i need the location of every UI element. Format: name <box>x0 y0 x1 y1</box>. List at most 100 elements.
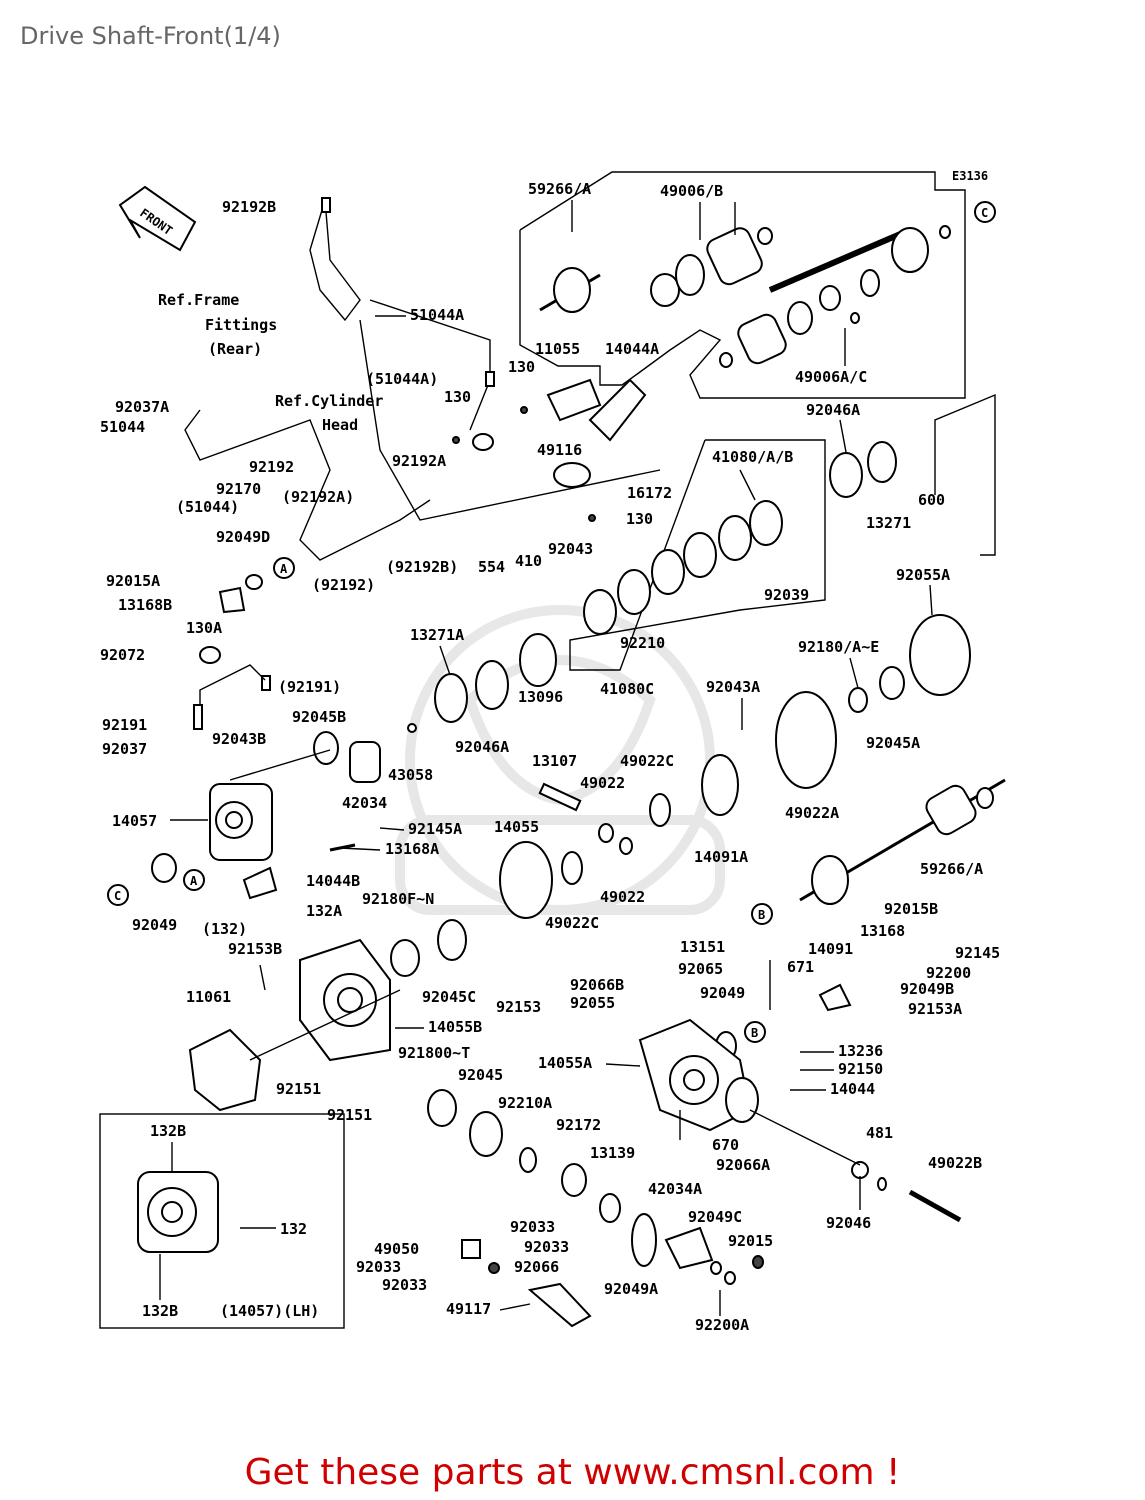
callout-b-icon <box>744 1021 766 1043</box>
part-label: 92049 <box>132 916 177 934</box>
part-label: 13168B <box>118 596 172 614</box>
part-label: 92055 <box>570 994 615 1012</box>
part-label: 92037A <box>115 398 169 416</box>
leader-lines <box>170 419 933 1316</box>
part-label: 92066A <box>716 1156 770 1174</box>
part-label: 92046 <box>826 1214 871 1232</box>
svg-text:C: C <box>981 206 988 220</box>
exploded-parts-diagram: FRONT E3136 59266/A 49006/B 49006A/C C C… <box>99 169 1006 1334</box>
part-label: 49116 <box>537 441 582 459</box>
ref-label: Ref.Cylinder <box>275 392 383 410</box>
inset-box <box>99 1113 345 1329</box>
part-label: 92045 <box>458 1066 503 1084</box>
part-label: 92045A <box>866 734 920 752</box>
part-label: 132 <box>280 1220 307 1238</box>
part-label: 14091 <box>808 940 853 958</box>
part-label: 92043 <box>548 540 593 558</box>
part-label: 132B <box>150 1122 186 1140</box>
footer-banner-link[interactable]: Get these parts at www.cmsnl.com ! <box>244 1452 901 1493</box>
part-label: 92180F~N <box>362 890 434 908</box>
part-label: 49022 <box>580 774 625 792</box>
part-label: 92153A <box>908 1000 962 1018</box>
part-label: 92200A <box>695 1316 749 1334</box>
part-label: 92049B <box>900 980 954 998</box>
part-label: 13168A <box>385 840 439 858</box>
part-label: 92151 <box>276 1080 321 1098</box>
part-label: 671 <box>787 958 814 976</box>
clutch-group-boundary <box>569 439 826 671</box>
part-label: 670 <box>712 1136 739 1154</box>
part-label: 92046A <box>455 738 509 756</box>
part-label: 92049C <box>688 1208 742 1226</box>
part-label: 92066B <box>570 976 624 994</box>
part-label: 13236 <box>838 1042 883 1060</box>
part-label: 11055 <box>535 340 580 358</box>
part-label: 132B <box>142 1302 178 1320</box>
part-label: 42034A <box>648 1180 702 1198</box>
part-label: 92033 <box>510 1218 555 1236</box>
callout-a-icon <box>183 869 205 891</box>
part-label: 554 <box>478 558 505 576</box>
part-label: 92039 <box>764 586 809 604</box>
part-label: 92033 <box>524 1238 569 1256</box>
page-title: Drive Shaft-Front(1/4) <box>20 22 281 50</box>
part-label: 14055A <box>538 1054 592 1072</box>
part-label: 92033 <box>356 1258 401 1276</box>
part-label: 92210A <box>498 1094 552 1112</box>
part-label: 92015A <box>106 572 160 590</box>
callout-b-icon <box>751 903 773 925</box>
part-label: 41080/A/B <box>712 448 793 466</box>
part-label: 51044A <box>410 306 464 324</box>
part-label: 130 <box>508 358 535 376</box>
part-label: 410 <box>515 552 542 570</box>
spider-49050 <box>461 1239 481 1259</box>
part-label: 130A <box>186 619 222 637</box>
svg-text:B: B <box>751 1026 758 1040</box>
part-label: 600 <box>918 491 945 509</box>
part-label: 92191 <box>102 716 147 734</box>
part-label: 14057 <box>112 812 157 830</box>
svg-text:A: A <box>190 874 198 888</box>
part-label: 13271 <box>866 514 911 532</box>
actuator-14091 <box>818 983 852 1012</box>
part-label: 92049 <box>700 984 745 1002</box>
part-label: 92145 <box>955 944 1000 962</box>
part-label: 92192 <box>249 458 294 476</box>
part-label: 13139 <box>590 1144 635 1162</box>
part-label: 132A <box>306 902 342 920</box>
part-label: 13151 <box>680 938 725 956</box>
part-label: 92055A <box>896 566 950 584</box>
part-label: 49117 <box>446 1300 491 1318</box>
part-label: 92145A <box>408 820 462 838</box>
part-label: 92045C <box>422 988 476 1006</box>
part-label: 92045B <box>292 708 346 726</box>
part-label: 13107 <box>532 752 577 770</box>
drive-axle-top <box>539 225 951 368</box>
part-label: 49050 <box>374 1240 419 1258</box>
housing-14055A <box>638 1018 759 1132</box>
part-label: 92049A <box>604 1280 658 1298</box>
ref-label: Head <box>322 416 358 434</box>
ref-label: Ref.Frame <box>158 291 239 309</box>
part-label: (92192) <box>312 576 375 594</box>
part-label: 92046A <box>806 401 860 419</box>
callout-c-icon <box>974 201 996 223</box>
callout-a-icon <box>273 557 295 579</box>
part-label: (132) <box>202 920 247 938</box>
part-label: 43058 <box>388 766 433 784</box>
part-label: 92180/A~E <box>798 638 879 656</box>
svg-text:A: A <box>280 562 288 576</box>
clutch-plates <box>519 441 897 687</box>
differential-case <box>499 841 553 919</box>
part-label: 49022 <box>600 888 645 906</box>
part-label: 92192B <box>222 198 276 216</box>
part-label: 13271A <box>410 626 464 644</box>
part-label: 92043A <box>706 678 760 696</box>
part-label: 130 <box>444 388 471 406</box>
part-label: 49022B <box>928 1154 982 1172</box>
part-label: (51044) <box>176 498 239 516</box>
part-label: 41080C <box>600 680 654 698</box>
kit-boundary-top <box>519 171 966 399</box>
svg-text:C: C <box>114 889 121 903</box>
part-label: (92192A) <box>282 488 354 506</box>
